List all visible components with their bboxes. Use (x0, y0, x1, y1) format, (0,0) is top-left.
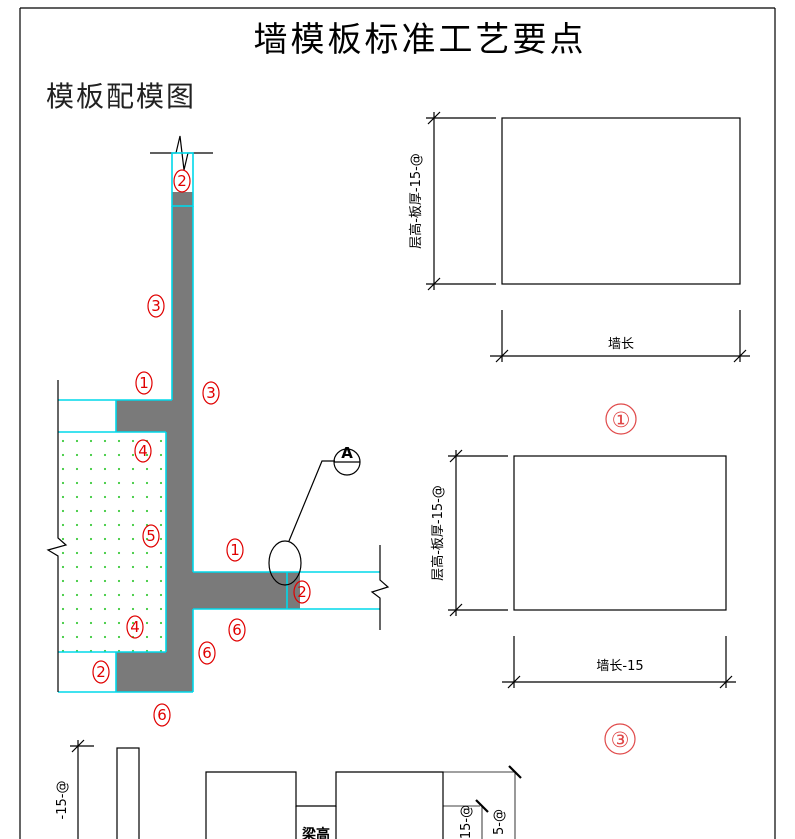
bottom-left-dim-text: -15-@ (55, 781, 70, 820)
panel-1-tick-top (427, 111, 441, 125)
bottom-partial-drawings: -15-@ 梁高 15-@ 5-@ (55, 739, 522, 839)
callout-ring (142, 524, 160, 548)
callout-3-left: 3 (147, 294, 165, 318)
formwork-top-cap (171, 152, 194, 207)
callout-ring (92, 660, 110, 684)
callout-ring (134, 439, 152, 463)
callout-ring (147, 294, 165, 318)
callout-ring (228, 618, 246, 642)
callout-ring (202, 381, 220, 405)
beam-label: 梁高 (301, 826, 330, 839)
callout-1-lower: 1 (226, 538, 244, 562)
callout-number: 3 (206, 384, 216, 402)
callout-number: 2 (297, 583, 307, 601)
panel-1-detail: 层高-板厚-15-@ 墙长 ① (408, 111, 750, 435)
panel-3-tick-top (449, 449, 463, 463)
wall-section-diagram: A 2 3 1 3 4 5 1 (46, 135, 390, 727)
panel-1-label-ring (605, 403, 637, 435)
callout-4-upper: 4 (134, 439, 152, 463)
bottom-small-panel (116, 747, 140, 839)
left-break-line (46, 380, 68, 692)
concrete-wall (116, 192, 300, 692)
callout-number: 4 (130, 618, 140, 636)
callout-number: 6 (157, 706, 167, 724)
detail-marker-label: A (341, 444, 353, 462)
callout-6-mid: 6 (198, 641, 216, 665)
right-break-line (370, 545, 390, 630)
callout-4-lower: 4 (126, 615, 144, 639)
panel-1-tick-left (495, 349, 509, 363)
callout-number: 2 (177, 172, 187, 190)
callout-ring (173, 169, 191, 193)
panel-1-label: ① (612, 408, 631, 432)
bottom-right-dim-text: 5-@ (492, 809, 507, 835)
callout-ring (153, 703, 171, 727)
callout-2-top: 2 (173, 169, 191, 193)
panel-1-tick-right (733, 349, 747, 363)
panel-1-tick-bottom (427, 277, 441, 291)
callout-3-right: 3 (202, 381, 220, 405)
detail-leader-line (288, 460, 335, 542)
panel-3-tick-left (507, 675, 521, 689)
panel-3-label: ③ (611, 728, 630, 752)
beam-outline (205, 771, 444, 839)
callout-1-upper: 1 (135, 371, 153, 395)
callout-2-bottom: 2 (92, 660, 110, 684)
callout-ring (226, 538, 244, 562)
drawing-subtitle: 模板配模图 (46, 80, 196, 113)
panel-3-label-ring (604, 723, 636, 755)
callout-number: 5 (146, 527, 156, 545)
callout-number: 4 (138, 442, 148, 460)
panel-3-width-dim-text: 墙长-15 (596, 659, 643, 674)
panel-1-outline (501, 117, 741, 285)
slab-fill-dots (58, 432, 166, 652)
callout-number: 1 (139, 374, 149, 392)
detail-circle (268, 540, 302, 586)
callout-ring (126, 615, 144, 639)
callout-number: 6 (232, 621, 242, 639)
callout-5: 5 (142, 524, 160, 548)
callout-ring (293, 580, 311, 604)
bottom-mid-dim-text: 15-@ (459, 805, 474, 839)
panel-1-height-dim-text: 层高-板厚-15-@ (408, 153, 424, 249)
panel-3-height-dim-text: 层高-板厚-15-@ (430, 485, 446, 581)
callout-number: 6 (202, 644, 212, 662)
panel-3-tick-right (719, 675, 733, 689)
callout-number: 2 (96, 663, 106, 681)
callout-6-right: 6 (228, 618, 246, 642)
callout-6-bottom: 6 (153, 703, 171, 727)
callout-ring (198, 641, 216, 665)
panel-3-detail: 层高-板厚-15-@ 墙长-15 ③ (430, 449, 736, 755)
callout-number: 3 (151, 297, 161, 315)
callout-number: 1 (230, 541, 240, 559)
panel-3-outline (513, 455, 727, 611)
panel-3-tick-bottom (449, 603, 463, 617)
page-title: 墙模板标准工艺要点 (254, 20, 587, 60)
callout-ring (135, 371, 153, 395)
callout-2-right: 2 (293, 580, 311, 604)
panel-1-width-dim-text: 墙长 (608, 337, 634, 352)
